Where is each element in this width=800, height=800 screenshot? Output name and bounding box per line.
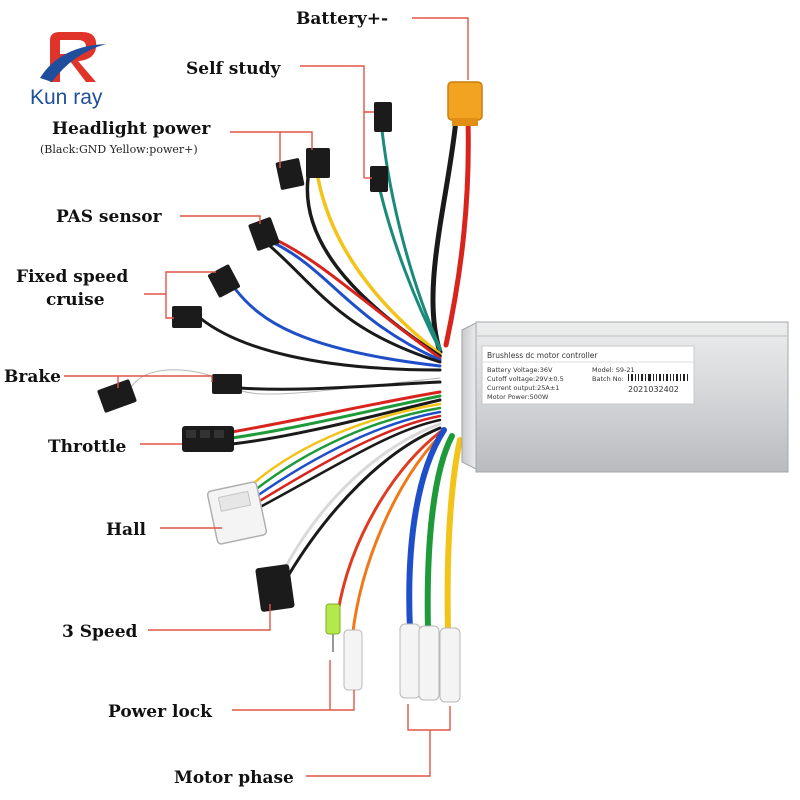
battery-wire-black	[430, 117, 459, 355]
self-study-wire-green-2	[378, 188, 442, 352]
brake-connectors	[97, 374, 242, 413]
cruise-wire-black	[198, 316, 442, 372]
three-speed-connector	[255, 564, 295, 612]
cruise-connectors	[172, 264, 240, 328]
phase-wire-blue	[406, 427, 447, 633]
label-self-study: Self study	[186, 59, 281, 79]
pas-wire-blue	[270, 240, 442, 362]
current-output-spec: Current output:25A±1	[487, 384, 559, 392]
speed-wire-black	[286, 426, 442, 578]
cutoff-voltage-spec: Cutoff voltage:29V±0.5	[487, 375, 564, 383]
label-headlight-note: (Black:GND Yellow:power+)	[40, 143, 198, 156]
throttle-wire-black	[230, 398, 442, 446]
callout-labels: Battery+- Self study Headlight power (Bl…	[4, 9, 388, 788]
hall-wire-green	[248, 406, 442, 496]
motor-phase-connectors	[399, 623, 461, 703]
controller-label-plate	[481, 345, 695, 405]
label-headlight-power: Headlight power	[52, 119, 211, 139]
label-cruise-line2: cruise	[46, 290, 105, 310]
speed-wire-white	[280, 422, 442, 576]
brand-logo: Kun ray	[30, 32, 106, 109]
label-3-speed: 3 Speed	[62, 622, 138, 642]
controller-title: Brushless dc motor controller	[487, 351, 598, 360]
label-battery: Battery+-	[296, 9, 388, 29]
throttle-wire-red	[230, 390, 442, 434]
headlight-wire-black	[305, 176, 442, 358]
headlight-connectors	[275, 148, 330, 190]
brake-wire-black	[238, 380, 442, 391]
brand-name: Kun ray	[30, 86, 103, 109]
pas-sensor-connector	[248, 217, 280, 251]
hall-wire-red	[256, 414, 442, 504]
hall-wire-blue	[252, 410, 442, 500]
logo-swoosh-icon	[40, 44, 106, 82]
throttle-connector	[182, 426, 234, 452]
batch-number: 2021032402	[628, 385, 679, 394]
label-power-lock: Power lock	[108, 702, 213, 722]
battery-connector	[447, 81, 483, 126]
label-motor-phase: Motor phase	[174, 768, 294, 788]
cruise-wire-blue	[234, 288, 442, 368]
phase-wire-green	[424, 433, 455, 633]
hall-wire-black	[260, 418, 442, 508]
hall-wire-yellow	[244, 402, 442, 492]
motor-power-spec: Motor Power:500W	[487, 393, 549, 401]
headlight-wire-yellow	[316, 176, 442, 356]
label-pas-sensor: PAS sensor	[56, 207, 163, 227]
controller-housing: Brushless dc motor controller Battery Vo…	[461, 321, 789, 473]
power-lock-wire-orange	[350, 434, 442, 642]
label-throttle: Throttle	[48, 437, 126, 457]
self-study-connectors	[370, 102, 392, 192]
barcode	[628, 374, 688, 381]
label-cruise-line1: Fixed speed	[16, 267, 128, 287]
hall-connector	[206, 481, 268, 545]
throttle-wire-green	[230, 394, 442, 440]
model-spec: Model: S9-21	[592, 366, 635, 374]
power-lock-connectors	[325, 603, 363, 691]
battery-wire-red	[443, 117, 471, 348]
leader-lines	[64, 17, 469, 777]
wire-harness	[130, 117, 471, 642]
battery-voltage-spec: Battery Voltage:36V	[487, 366, 553, 374]
phase-wire-yellow	[444, 437, 463, 635]
self-study-wire-green	[380, 128, 442, 350]
pas-wire-red	[270, 236, 442, 360]
label-hall: Hall	[106, 520, 147, 540]
pas-wire-black	[268, 244, 442, 364]
power-lock-wire-red	[336, 430, 442, 614]
label-brake: Brake	[4, 367, 61, 387]
batch-label: Batch No:	[592, 375, 624, 383]
